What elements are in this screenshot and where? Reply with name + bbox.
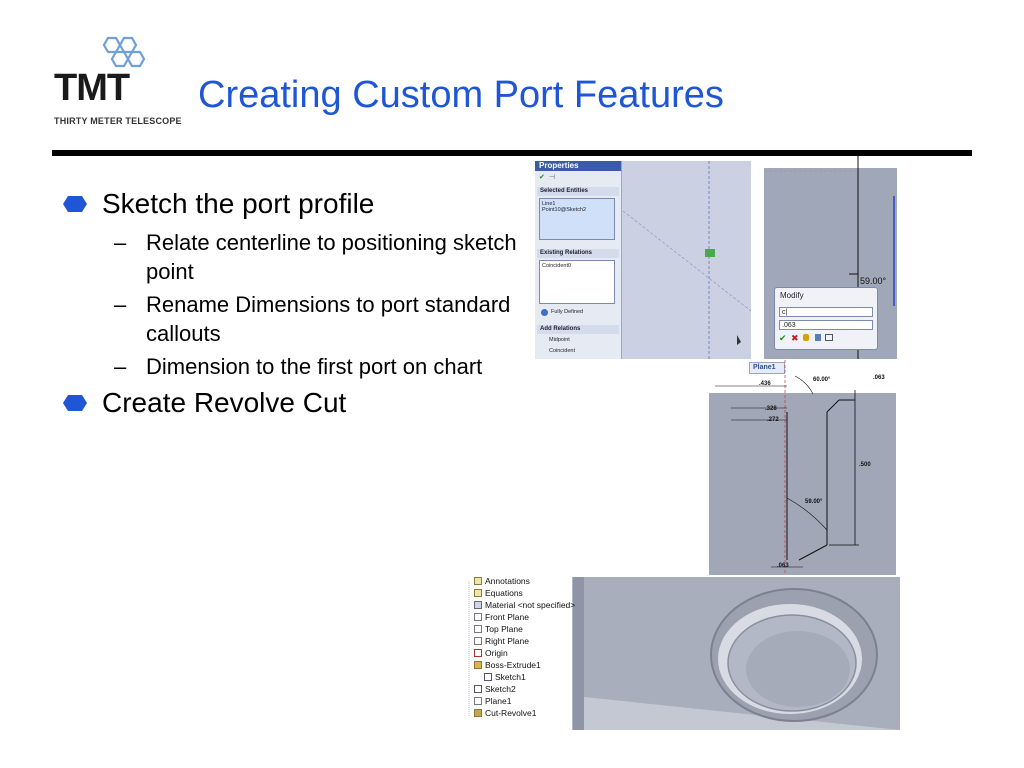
status-text: Fully Defined <box>551 309 584 315</box>
tree-item-sketch1[interactable]: Sketch1 <box>484 672 526 682</box>
dimension-lines <box>715 360 859 575</box>
material-icon <box>474 601 482 609</box>
value-field[interactable]: .063 <box>779 320 873 330</box>
bullet-text: Create Revolve Cut <box>102 387 347 418</box>
list-item[interactable]: Coincident0 <box>542 263 572 269</box>
bullet-text: Sketch the port profile <box>102 188 375 219</box>
rebuild-icon[interactable] <box>803 334 809 341</box>
tree-lines <box>468 581 470 717</box>
dash-icon: – <box>114 292 127 317</box>
tree-item-top-plane[interactable]: Top Plane <box>474 624 523 634</box>
tree-item-plane1[interactable]: Plane1 <box>474 696 511 706</box>
tree-item-sketch2[interactable]: Sketch2 <box>474 684 516 694</box>
modify-dialog-screenshot: 59.00° Modify c| .063 ✔ ✖ <box>764 156 897 359</box>
property-manager-header: Properties <box>535 161 621 171</box>
mark-icon[interactable] <box>825 334 833 341</box>
list-item[interactable]: Line1 <box>542 201 556 207</box>
extrude-icon <box>474 661 482 669</box>
dimension-label[interactable]: .063 <box>777 563 789 569</box>
angle-dimension[interactable]: 59.00° <box>860 276 887 286</box>
plane-icon <box>474 625 482 633</box>
hexagon-bullet-icon <box>63 196 87 212</box>
dialog-title: Modify <box>780 291 804 300</box>
logo-mark: TMT <box>54 67 130 109</box>
model-3d-view[interactable] <box>572 577 900 730</box>
tree-item-origin[interactable]: Origin <box>474 648 508 658</box>
dimension-drawing: Plane1 .436 60.00° .063 .328 .272 .500 5… <box>709 360 896 575</box>
ok-check-icon[interactable]: ✔ <box>779 333 787 343</box>
relation-coincident[interactable]: Coincident <box>549 348 575 354</box>
tree-item-material[interactable]: Material <not specified> <box>474 600 575 610</box>
cancel-x-icon[interactable]: ✖ <box>791 333 799 343</box>
sketch-canvas[interactable] <box>622 161 751 359</box>
sub-bullet-item: – Rename Dimensions to port standard cal… <box>62 290 522 348</box>
origin-icon <box>474 649 482 657</box>
tree-item-cut-revolve1[interactable]: Cut-Revolve1 <box>474 708 537 718</box>
feature-tree: Annotations Equations Material <not spec… <box>464 577 575 730</box>
bullet-list: Sketch the port profile – Relate centerl… <box>62 186 522 427</box>
sub-bullet-text: Rename Dimensions to port standard callo… <box>146 292 511 346</box>
dash-icon: – <box>114 230 127 255</box>
sketch-icon <box>484 673 492 681</box>
relation-midpoint[interactable]: Midpoint <box>549 337 570 343</box>
dash-icon: – <box>114 354 127 379</box>
ok-check-icon[interactable]: ✔ <box>539 174 545 181</box>
sketch-icon <box>474 685 482 693</box>
hexagon-bullet-icon <box>63 395 87 411</box>
dimension-label[interactable]: .063 <box>873 375 885 381</box>
reverse-icon[interactable] <box>815 334 821 341</box>
bullet-item: Sketch the port profile <box>62 186 522 222</box>
dimension-label[interactable]: .436 <box>759 381 771 387</box>
tree-item-annotations[interactable]: Annotations <box>474 577 530 586</box>
dimension-label[interactable]: .272 <box>767 417 779 423</box>
add-relations-header[interactable]: Add Relations <box>537 325 619 334</box>
page-title: Creating Custom Port Features <box>198 74 724 116</box>
sub-bullet-item: – Relate centerline to positioning sketc… <box>62 228 522 286</box>
plane-icon <box>474 697 482 705</box>
existing-relations-list[interactable]: Coincident0 <box>539 260 615 304</box>
tree-item-equations[interactable]: Equations <box>474 588 523 598</box>
pin-icon[interactable]: ⊣ <box>549 174 556 181</box>
plane-tab[interactable]: Plane1 <box>749 362 785 374</box>
equations-icon <box>474 589 482 597</box>
revolve-icon <box>474 709 482 717</box>
tmt-logo-hex-icon <box>102 36 146 68</box>
selected-entities-list[interactable]: Line1 Point10@Sketch2 <box>539 198 615 240</box>
logo-subtitle: THIRTY METER TELESCOPE <box>54 116 182 126</box>
property-manager: Properties ✔ ⊣ Selected Entities Line1 P… <box>535 161 622 359</box>
sketch-lines <box>622 161 751 359</box>
dimension-label[interactable]: 60.00° <box>813 377 831 383</box>
existing-relations-header[interactable]: Existing Relations <box>537 249 619 258</box>
list-item[interactable]: Point10@Sketch2 <box>542 207 587 213</box>
dimension-label[interactable]: 59.00° <box>805 499 823 505</box>
sub-bullet-text: Dimension to the first port on chart <box>146 354 483 379</box>
dimension-label[interactable]: .328 <box>765 406 777 412</box>
name-field[interactable]: c| <box>779 307 873 317</box>
plane-icon <box>474 613 482 621</box>
dimension-label[interactable]: .500 <box>859 462 871 468</box>
feature-tree-screenshot: Annotations Equations Material <not spec… <box>464 577 900 730</box>
title-divider <box>52 150 972 156</box>
plane-icon <box>474 637 482 645</box>
info-icon <box>541 309 548 316</box>
tree-item-right-plane[interactable]: Right Plane <box>474 636 529 646</box>
annotations-icon <box>474 577 482 585</box>
modify-dialog: Modify c| .063 ✔ ✖ <box>774 287 878 350</box>
selected-entities-header[interactable]: Selected Entities <box>537 187 619 196</box>
part-body <box>709 393 896 575</box>
tree-item-boss-extrude1[interactable]: Boss-Extrude1 <box>474 660 541 670</box>
bullet-item: Create Revolve Cut <box>62 385 522 421</box>
sub-bullet-item: – Dimension to the first port on chart <box>62 352 522 381</box>
sub-bullet-text: Relate centerline to positioning sketch … <box>146 230 517 284</box>
tree-item-front-plane[interactable]: Front Plane <box>474 612 529 622</box>
properties-screenshot: Properties ✔ ⊣ Selected Entities Line1 P… <box>535 161 751 359</box>
